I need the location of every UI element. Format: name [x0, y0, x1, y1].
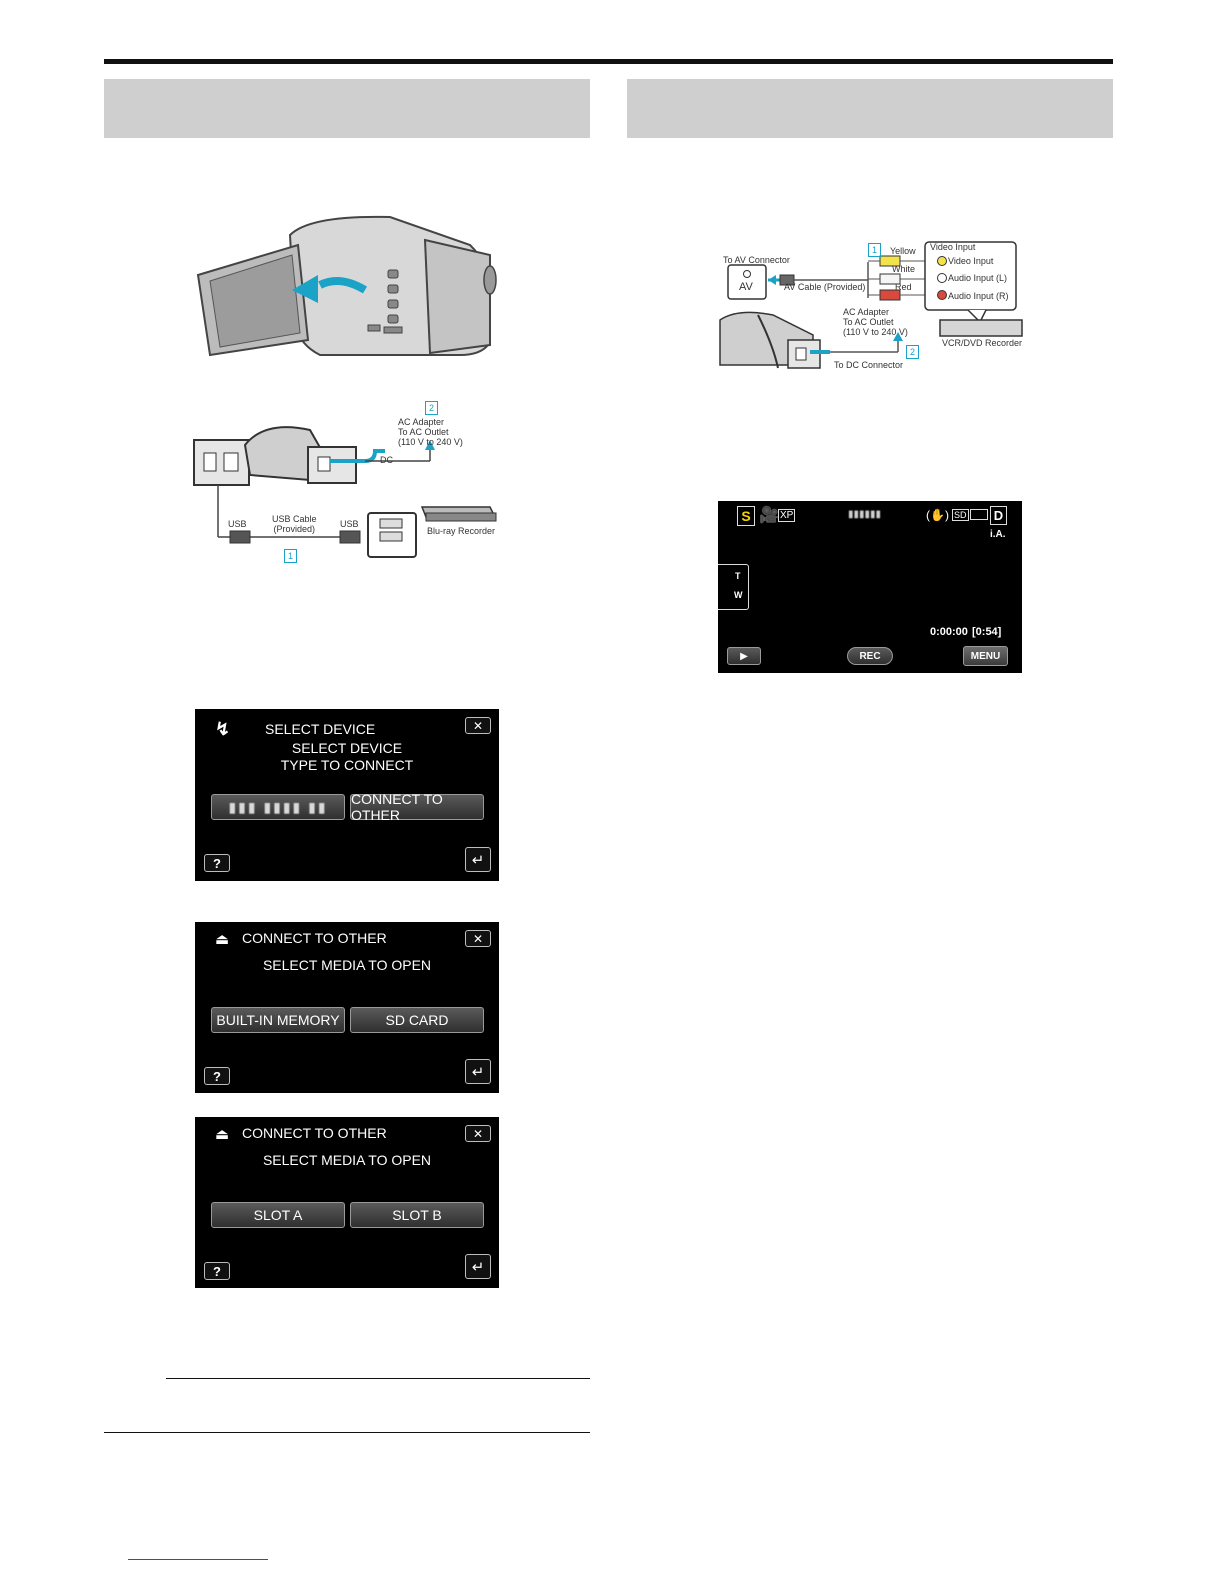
video-input-label: Video Input [948, 256, 994, 266]
marker-2-av: 2 [906, 345, 919, 359]
voltage-text: (110 V to 240 V) [398, 437, 463, 447]
back-icon[interactable]: ↵ [465, 847, 491, 872]
select-device-screen: ↯ SELECT DEVICE ✕ SELECT DEVICE TYPE TO … [195, 709, 499, 881]
back-icon[interactable]: ↵ [465, 1059, 491, 1084]
av-voltage-text: (110 V to 240 V) [843, 327, 908, 337]
intelligent-auto-label: i.A. [990, 529, 1006, 540]
av-ac-adapter-text: AC Adapter [843, 307, 890, 317]
to-dc-connector-label: To DC Connector [834, 360, 904, 370]
section-end-rule [104, 1432, 590, 1433]
disc-drive-icon: ⏏ [215, 1126, 230, 1143]
remaining-time: [0:54] [972, 626, 1002, 638]
usb-cable-label: USB Cable (Provided) [272, 514, 317, 534]
top-rule [104, 59, 1113, 64]
yellow-label: Yellow [890, 246, 916, 256]
disc-drive-icon: ⏏ [215, 931, 230, 948]
av-connection-diagram [719, 241, 1023, 369]
marker-2: 2 [425, 401, 438, 415]
av-cable-label: AV Cable (Provided) [784, 282, 866, 292]
av-port-label: AV [739, 281, 753, 293]
s-mode-icon: S [737, 506, 755, 526]
ac-adapter-label: AC Adapter To AC Outlet (110 V to 240 V) [398, 417, 463, 447]
slot-a-button[interactable]: SLOT A [211, 1202, 345, 1228]
connect-to-other-button[interactable]: CONNECT TO OTHER [350, 791, 484, 823]
close-icon[interactable]: ✕ [465, 930, 491, 947]
marker-1-av: 1 [868, 243, 881, 257]
video-camera-icon: 🎥 [759, 507, 779, 524]
audio-input-r-label: Audio Input (R) [948, 291, 1009, 301]
blurred-device-button[interactable]: ▮▮▮ ▮▮▮▮ ▮▮ [211, 794, 345, 820]
camcorder-open-lcd-illustration [196, 215, 497, 357]
right-section-header [627, 79, 1113, 138]
close-icon[interactable]: ✕ [465, 1125, 491, 1142]
usb-cable-text: USB Cable [272, 514, 317, 524]
built-in-memory-button[interactable]: BUILT-IN MEMORY [211, 1007, 345, 1033]
help-button[interactable]: ? [204, 854, 230, 872]
close-icon[interactable]: ✕ [465, 717, 491, 734]
recording-counter: ▮▮▮▮▮▮ [848, 509, 882, 520]
help-button[interactable]: ? [204, 1067, 230, 1085]
usb-connect-icon: ↯ [215, 719, 231, 739]
bluray-label: Blu-ray Recorder [427, 526, 496, 536]
rec-button[interactable]: REC [847, 647, 893, 665]
sd-media-icon: SD [952, 509, 969, 521]
stabilizer-icon: (✋) [926, 508, 949, 522]
help-button[interactable]: ? [204, 1262, 230, 1280]
sd-card-button[interactable]: SD CARD [350, 1007, 484, 1033]
left-section-header [104, 79, 590, 138]
usb-provided-text: (Provided) [273, 524, 316, 534]
select-media-subtitle: SELECT MEDIA TO OPEN [262, 1152, 432, 1168]
elapsed-time: 0:00:00 [930, 626, 968, 638]
link-underline[interactable] [128, 1559, 268, 1560]
ac-outlet-text: To AC Outlet [398, 427, 449, 437]
zoom-slider[interactable] [718, 564, 749, 610]
connect-to-other-title: CONNECT TO OTHER [242, 930, 387, 946]
usb-connection-diagram [193, 426, 497, 558]
d-icon: D [990, 506, 1007, 525]
playback-mode-button[interactable]: ▶ [727, 647, 761, 665]
select-device-title: SELECT DEVICE [265, 721, 376, 737]
zoom-wide-label: W [734, 590, 743, 600]
av-ac-adapter-label: AC Adapter To AC Outlet (110 V to 240 V) [843, 307, 908, 337]
red-label: Red [895, 282, 912, 292]
connect-to-other-media-screen: ⏏ CONNECT TO OTHER ✕ SELECT MEDIA TO OPE… [195, 922, 499, 1093]
back-icon[interactable]: ↵ [465, 1254, 491, 1279]
note-rule [166, 1378, 590, 1379]
dc-label: DC [380, 455, 393, 465]
vcr-dvd-label: VCR/DVD Recorder [942, 338, 1023, 348]
select-device-line2: TYPE TO CONNECT [280, 757, 414, 773]
select-device-line1: SELECT DEVICE [291, 740, 403, 756]
menu-button[interactable]: MENU [963, 646, 1008, 666]
audio-input-l-label: Audio Input (L) [948, 273, 1008, 283]
slot-b-button[interactable]: SLOT B [350, 1202, 484, 1228]
av-ac-outlet-text: To AC Outlet [843, 317, 894, 327]
blurred-device-label: ▮▮▮ ▮▮▮▮ ▮▮ [228, 798, 328, 815]
connect-to-other-title: CONNECT TO OTHER [242, 1125, 387, 1141]
battery-icon [970, 509, 988, 520]
marker-1: 1 [284, 549, 297, 563]
to-av-connector-label: To AV Connector [723, 255, 790, 265]
select-media-subtitle: SELECT MEDIA TO OPEN [262, 957, 432, 973]
ac-adapter-text: AC Adapter [398, 417, 445, 427]
usb-left-label: USB [228, 519, 247, 529]
white-label: White [892, 264, 916, 274]
recording-screen: S 🎥 XP ▮▮▮▮▮▮ (✋) SD D i.A. T W 0:00:00 … [718, 501, 1022, 673]
video-input-box-title: Video Input [930, 242, 976, 252]
quality-badge: XP [778, 509, 796, 522]
usb-right-label: USB [340, 519, 359, 529]
zoom-tele-label: T [735, 571, 741, 581]
connect-to-other-slot-screen: ⏏ CONNECT TO OTHER ✕ SELECT MEDIA TO OPE… [195, 1117, 499, 1288]
